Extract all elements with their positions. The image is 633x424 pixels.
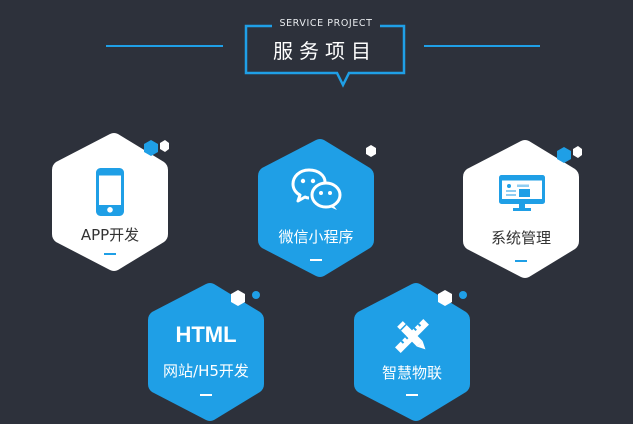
tile-dash [515, 260, 527, 262]
speech-bubble-frame [244, 24, 406, 88]
hexagon-shape [354, 283, 470, 421]
service-label: 网站/H5开发 [163, 362, 249, 380]
html-heading: HTML [175, 322, 237, 347]
tile-dash [200, 394, 212, 396]
tile-dash [310, 259, 322, 261]
header-rule-right [424, 45, 540, 47]
service-tile-html-h5[interactable]: HTML 网站/H5开发 [146, 282, 266, 422]
hexagon-shape [258, 139, 376, 277]
section-title: 服务项目 [273, 39, 377, 63]
section-header: SERVICE PROJECT 服务项目 [0, 0, 633, 100]
tile-dash [104, 253, 116, 255]
service-tile-app[interactable]: APP开发 [50, 132, 170, 272]
service-label: 微信小程序 [278, 228, 354, 246]
hexagon-shape [148, 283, 264, 421]
service-tile-smart-iot[interactable]: 智慧物联 [352, 282, 472, 422]
smartphone-icon [96, 168, 124, 216]
service-label: 系统管理 [490, 229, 551, 247]
wechat-icon [291, 168, 342, 210]
service-label: 智慧物联 [381, 364, 442, 382]
service-tile-system-management[interactable]: 系统管理 [461, 139, 582, 279]
monitor-icon [499, 175, 545, 211]
header-rule-left [106, 45, 223, 47]
pencil-ruler-icon [395, 319, 429, 353]
hexagon-shape [52, 133, 169, 271]
tile-dash [406, 394, 418, 396]
service-label: APP开发 [80, 226, 140, 244]
section-subtitle: SERVICE PROJECT [272, 18, 380, 29]
service-tile-wechat-miniprogram[interactable]: 微信小程序 [256, 138, 376, 278]
